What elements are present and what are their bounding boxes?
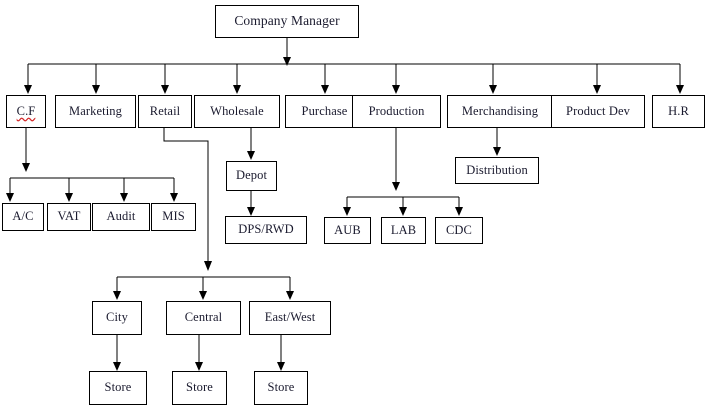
node-lab[interactable]: LAB [381,217,426,244]
drop-lab-arrowhead [399,207,407,216]
node-distribution[interactable]: Distribution [455,157,539,184]
node-retail[interactable]: Retail [138,95,192,128]
node-label: Marketing [69,103,122,118]
node-label: East/West [264,310,316,325]
node-store-city[interactable]: Store [89,371,147,405]
drop-audit-arrowhead [120,193,128,202]
node-label: A/C [12,209,34,224]
drop-productdev-arrowhead [593,85,601,94]
drop-cdc-arrowhead [455,207,463,216]
node-depot[interactable]: Depot [226,161,277,191]
node-ac[interactable]: A/C [2,203,44,231]
node-label: Distribution [466,162,528,177]
node-label: Store [267,380,295,395]
connector-merchandising-to-distribution [493,128,501,156]
node-cf[interactable]: C.F [6,95,46,128]
production-stem-arrowhead [392,182,400,191]
drop-marketing-arrowhead [92,85,100,94]
drop-city-arrowhead [113,291,121,300]
node-label: H.R [668,103,689,118]
drop-purchase-arrowhead [321,85,329,94]
node-label: Central [184,310,223,325]
node-wholesale[interactable]: Wholesale [194,95,280,128]
node-label: LAB [390,222,417,237]
central-stem-arrowhead [195,362,203,371]
drop-hr-arrowhead [676,85,684,94]
city-stem-arrowhead [113,362,121,371]
eastwest-stem-arrowhead [277,362,285,371]
drop-cf-arrowhead [24,85,32,94]
node-mis[interactable]: MIS [151,203,196,231]
node-aub[interactable]: AUB [324,217,371,244]
connector-wholesale-to-depot [247,128,255,160]
connector-cf-to-finance-units [6,128,178,202]
node-dps-rwd[interactable]: DPS/RWD [225,216,307,244]
node-label: Merchandising [461,103,539,118]
node-company-manager[interactable]: Company Manager [215,5,359,38]
retail-elbow [163,128,209,262]
drop-mis-arrowhead [170,193,178,202]
drop-retail-arrowhead [161,85,169,94]
node-label: Purchase [301,103,348,118]
node-label: CDC [445,222,472,237]
node-city[interactable]: City [92,301,142,335]
root-stem-arrowhead [283,57,291,66]
node-label: Wholesale [210,103,264,118]
drop-wholesale-arrowhead [233,85,241,94]
retail-elbow-arrowhead [204,261,212,271]
drop-aub-arrowhead [343,207,351,216]
node-label: VAT [57,209,81,224]
connector-production-to-units [343,128,463,216]
node-label: MIS [162,209,185,224]
node-product-dev[interactable]: Product Dev [551,95,645,128]
node-label: Depot [235,168,268,183]
node-central[interactable]: Central [166,301,241,335]
node-cdc[interactable]: CDC [435,217,483,244]
node-label: Store [104,380,132,395]
node-label: DPS/RWD [238,222,294,237]
node-label: Production [368,103,425,118]
node-marketing[interactable]: Marketing [55,95,136,128]
node-vat[interactable]: VAT [47,203,91,231]
connector-regions-to-stores [113,335,285,371]
node-merchandising[interactable]: Merchandising [447,95,553,128]
node-label: Retail [149,103,181,118]
depot-stem-arrowhead [247,207,255,216]
connector-depot-to-dpsrwd [247,191,255,216]
drop-central-arrowhead [199,291,207,300]
node-label: AUB [334,222,361,237]
merchandising-stem-arrowhead [493,147,501,156]
drop-merchandising-arrowhead [489,85,497,94]
node-production[interactable]: Production [352,95,441,128]
drop-eastwest-arrowhead [286,291,294,300]
node-label: City [106,310,128,325]
node-label: Store [186,380,213,395]
connector-root-to-divisions [24,38,684,94]
node-label: Company Manager [234,13,340,29]
node-label: C.F [16,103,36,118]
node-east-west[interactable]: East/West [249,301,331,335]
node-purchase[interactable]: Purchase [285,95,364,128]
drop-vat-arrowhead [65,193,73,202]
drop-ac-arrowhead [6,193,14,202]
node-store-east-west[interactable]: Store [254,371,308,405]
node-store-central[interactable]: Store [172,371,227,405]
node-audit[interactable]: Audit [92,203,150,231]
node-label: Product Dev [566,103,630,118]
wholesale-stem-arrowhead [247,151,255,160]
cf-stem-arrowhead [22,163,30,172]
drop-production-arrowhead [392,85,400,94]
node-label: Audit [106,209,136,224]
node-hr[interactable]: H.R [652,95,705,128]
